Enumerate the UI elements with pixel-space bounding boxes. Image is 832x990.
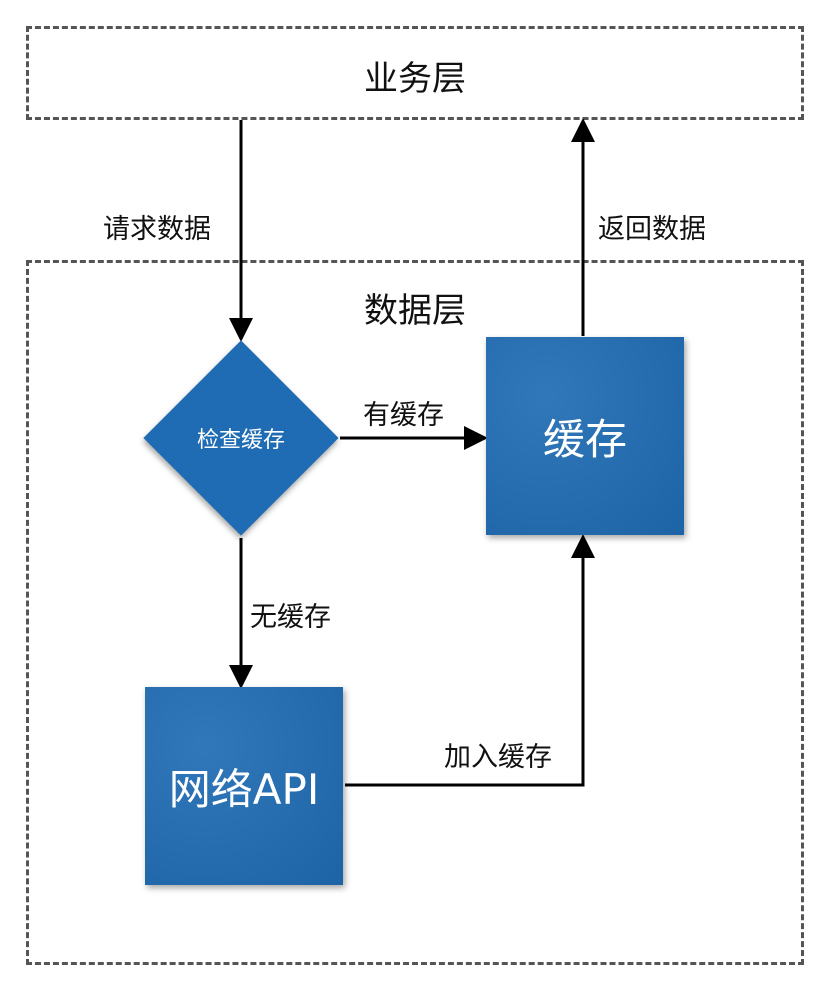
business-layer-box: 业务层 xyxy=(26,26,804,120)
cache-node: 缓存 xyxy=(486,337,684,535)
arrow-add-to-cache xyxy=(345,534,595,787)
has-cache-label: 有缓存 xyxy=(363,400,444,431)
request-data-label: 请求数据 xyxy=(103,214,211,245)
business-layer-title: 业务层 xyxy=(364,59,466,99)
no-cache-label: 无缓存 xyxy=(250,602,331,633)
data-layer-box: 数据层 xyxy=(26,260,804,965)
add-to-cache-label: 加入缓存 xyxy=(444,742,552,773)
check-cache-label: 检查缓存 xyxy=(196,428,285,453)
network-api-node: 网络API xyxy=(145,687,343,885)
data-layer-title: 数据层 xyxy=(364,291,466,331)
return-data-label: 返回数据 xyxy=(598,214,706,245)
check-cache-decision: 检查缓存 xyxy=(143,340,339,536)
